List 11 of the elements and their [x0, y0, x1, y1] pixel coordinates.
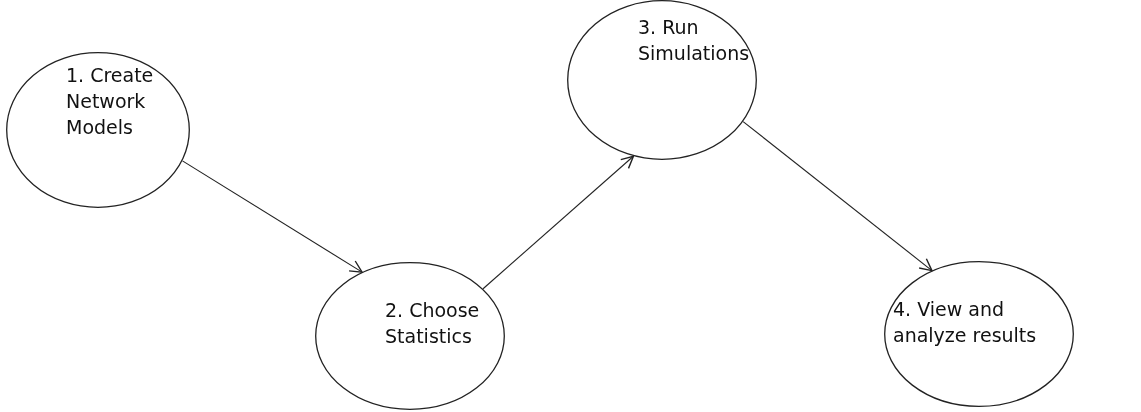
arrow: [482, 155, 635, 290]
step-label: 3. Run Simulations: [638, 15, 751, 66]
step-label: 2. Choose Statistics: [385, 298, 481, 349]
step-label: 4. View and analyze results: [893, 297, 1038, 348]
step-label: 1. Create Network Models: [66, 63, 155, 140]
process-ellipse: [6, 52, 190, 208]
arrow: [181, 160, 363, 273]
process-ellipse: [567, 0, 757, 160]
arrow: [742, 121, 933, 272]
process-ellipse: [884, 261, 1074, 407]
process-ellipse: [315, 262, 505, 410]
